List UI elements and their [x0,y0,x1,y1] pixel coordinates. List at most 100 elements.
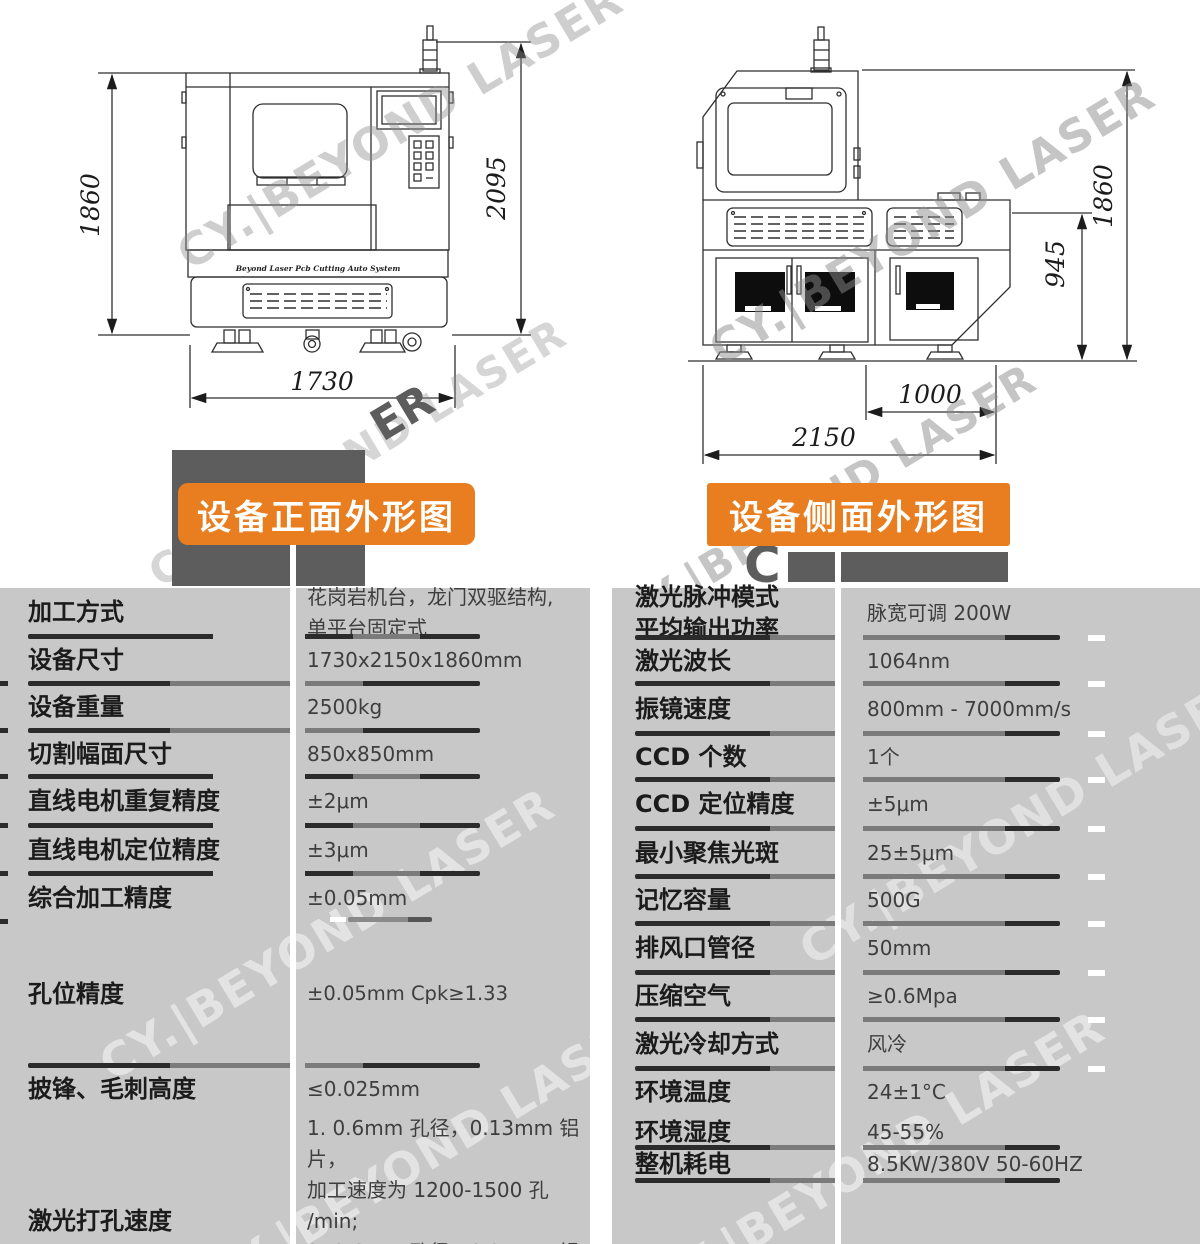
spec-value: ≥0.6Mpa [867,984,958,1008]
caption-backdrop-side [788,552,1008,582]
spec-value: ±3μm [307,837,369,862]
spec-value: 800mm - 7000mm/s [867,696,1072,721]
spec-row: 环境湿度 45-55% [612,1116,1200,1151]
spec-value: ±0.05mm Cpk≥1.33 [307,982,508,1006]
spec-value: ±0.05mm [307,885,408,910]
spec-value: 1个 [867,744,900,769]
row-separator [635,777,1060,782]
spec-row: 激光波长 1064nm [612,638,1200,687]
row-separator [635,970,1060,975]
row-separator [28,1063,480,1068]
dimension-label-side-section-depth: 1000 [898,380,962,409]
row-separator [635,874,1060,879]
spec-row: CCD 定位精度 ±5μm [612,780,1200,832]
spec-value: 1. 0.6mm 孔径，0.13mm 铝片，加工速度为 1200-1500 孔 … [307,1116,580,1244]
column-divider-left [290,545,296,1244]
spec-table-right: CY.|BEYOND LASER CY.|BEYOND LASER 激光脉冲模式… [612,583,1200,1244]
machine-brand-text: Beyond Laser Pcb Cutting Auto System [235,264,401,273]
spec-value: ≤0.025mm [307,1077,420,1101]
spec-value: 850x850mm [307,741,435,766]
row-separator [28,871,480,876]
row-separator [635,1145,1060,1151]
spec-value: 45-55% [867,1119,945,1144]
dimension-label-side-total-depth: 2150 [791,423,856,452]
row-separator [635,1017,1060,1022]
spec-value: ±2μm [307,789,369,813]
spec-label: 切割幅面尺寸 [28,739,172,768]
spec-row: 记忆容量 500G [612,877,1200,927]
spec-row: 综合加工精度 ±0.05mm [0,874,590,924]
spec-row: 设备尺寸 1730x2150x1860mm [0,637,590,686]
spec-row: 最小聚焦光斑 25±5μm [612,829,1200,880]
row-separator [635,731,1060,736]
spec-row: 整机耗电 8.5KW/380V 50-60HZ [612,1148,1200,1183]
spec-label: CCD 个数 [635,742,747,771]
spec-row: 激光打孔速度 1. 0.6mm 孔径，0.13mm 铝片，加工速度为 1200-1… [0,1113,590,1244]
spec-row: CCD 个数 1个 [612,734,1200,783]
side-view-caption: 设备侧面外形图 [707,483,1010,546]
spec-label: 环境温度 [635,1078,731,1107]
side-view-drawing: 1860 945 1000 2150 [688,26,1137,464]
spec-row: 激光脉冲模式平均输出功率脉宽可调 200W [612,583,1200,643]
dimension-label-front-height-tower: 2095 [482,156,511,221]
spec-label: 直线电机定位精度 [28,835,220,864]
spec-value: 500G [867,888,921,912]
spec-value: 25±5μm [867,840,955,865]
spec-row: 环境温度 24±1°C [612,1069,1200,1116]
spec-row: 孔位精度 ±0.05mm Cpk≥1.33 [0,922,590,1068]
front-view-drawing: Beyond Laser Pcb Cutting Auto System 186… [76,25,531,408]
spec-row: 加工方式花岗岩机台，龙门双驱结构,单平台固定式 [0,585,590,640]
spec-label: 综合加工精度 [28,883,172,912]
spec-row: 设备重量 2500kg [0,684,590,733]
dimension-label-side-height: 1860 [1089,164,1118,228]
spec-value: 8.5KW/380V 50-60HZ [867,1152,1083,1177]
spec-label: 环境湿度 [635,1118,731,1146]
spec-label: 压缩空气 [635,982,731,1011]
row-separator [28,774,480,779]
spec-label: CCD 定位精度 [635,790,795,819]
spec-value: 50mm [867,936,932,960]
spec-label: 孔位精度 [28,979,124,1008]
row-separator [28,728,480,733]
spec-label: 最小聚焦光斑 [635,838,779,867]
spec-value: 24±1°C [867,1080,946,1104]
front-view-caption: 设备正面外形图 [178,483,475,545]
spec-label: 激光波长 [635,646,731,675]
spec-label: 直线电机重复精度 [28,787,220,816]
row-separator [635,1177,1060,1183]
row-separator [28,823,480,828]
spec-label: 设备尺寸 [28,646,124,675]
row-separator [635,635,1060,640]
spec-value: ±5μm [867,792,929,816]
spec-label: 激光打孔速度 [28,1207,172,1236]
row-separator [348,917,432,922]
spec-label: 整机耗电 [635,1150,731,1179]
spec-label: 加工方式 [28,598,124,627]
spec-value: 1064nm [867,648,951,673]
spec-row: 披锋、毛刺高度 ≤0.025mm [0,1066,590,1113]
spec-label: 激光冷却方式 [635,1030,779,1059]
spec-label: 设备重量 [28,693,124,722]
spec-row: 直线电机定位精度 ±3μm [0,826,590,876]
spec-row: 压缩空气 ≥0.6Mpa [612,973,1200,1023]
column-divider-right [835,552,841,1244]
dimension-label-side-table-height: 945 [1041,240,1070,288]
spec-value: 2500kg [307,695,383,719]
spec-row: 排风口管径 50mm [612,924,1200,976]
spec-label: 排风口管径 [635,934,755,963]
spec-value: 风冷 [867,1032,907,1056]
dimension-label-front-height: 1860 [76,173,105,237]
row-separator [28,681,480,686]
spec-label: 记忆容量 [635,886,731,915]
spec-row: 切割幅面尺寸 850x850mm [0,731,590,779]
row-separator [635,1066,1060,1071]
row-separator [635,681,1060,686]
spec-value: 1730x2150x1860mm [307,648,523,672]
row-separator [28,634,480,639]
spec-row: 激光冷却方式 风冷 [612,1020,1200,1072]
dimension-label-front-width: 1730 [290,367,354,396]
spec-value: 脉宽可调 200W [867,600,1012,625]
spec-label: 披锋、毛刺高度 [28,1075,196,1104]
